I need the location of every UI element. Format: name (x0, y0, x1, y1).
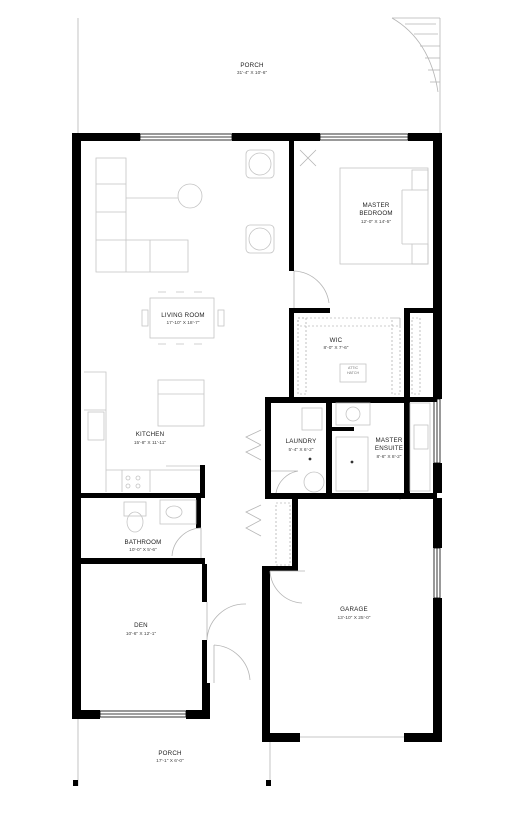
master-ensuite-label-line2: ENSUITE (375, 445, 403, 452)
master-bedroom-label-line1: MASTER (363, 202, 390, 209)
laundry-label: LAUNDRY (286, 438, 317, 445)
master-ensuite-label-line1: MASTER (376, 437, 403, 444)
attic-hatch-label-line2: HATCH (347, 371, 360, 375)
living-room-label: LIVING ROOM (161, 312, 204, 319)
porch-bottom-dims: 17'-1" X 6'-0" (156, 758, 184, 764)
wic-dims: 8'-0" X 7'-6" (324, 345, 349, 351)
wic-label: WIC (330, 337, 343, 344)
furniture (84, 149, 431, 566)
attic-hatch-label-line1: ATTIC (348, 366, 359, 370)
interior-walls (81, 141, 437, 684)
laundry-dims: 5'-4" X 6'-2" (289, 447, 314, 453)
den-dims: 10'-6" X 12'-1" (126, 631, 157, 637)
bathroom-dims: 10'-0" X 5'-6" (129, 547, 157, 553)
master-bedroom-label-line2: BEDROOM (359, 210, 392, 217)
living-room-dims: 17'-10" X 18'-7" (167, 320, 200, 326)
kitchen-label: KITCHEN (136, 431, 165, 438)
doors (171, 270, 404, 738)
exterior-walls (72, 133, 442, 742)
porch-bottom-area (73, 719, 271, 786)
den-label: DEN (134, 622, 148, 629)
bathroom-label: BATHROOM (125, 539, 162, 546)
room-labels: PORCH 31'-4" X 10'-6" MASTER BEDROOM 12'… (125, 62, 403, 764)
porch-bottom-label: PORCH (158, 750, 181, 757)
garage-dims: 13'-10" X 25'-0" (338, 615, 371, 621)
master-ensuite-dims: 8'-6" X 8'-2" (377, 454, 402, 460)
porch-top-steps (405, 23, 440, 83)
garage-label: GARAGE (340, 606, 368, 613)
kitchen-dims: 15'-8" X 11'-11" (134, 440, 167, 446)
porch-top-dims: 31'-4" X 10'-6" (237, 70, 268, 76)
master-bedroom-dims: 12'-0" X 14'-5" (361, 219, 392, 225)
porch-top-label: PORCH (240, 62, 263, 69)
porch-top-area (77, 17, 441, 133)
